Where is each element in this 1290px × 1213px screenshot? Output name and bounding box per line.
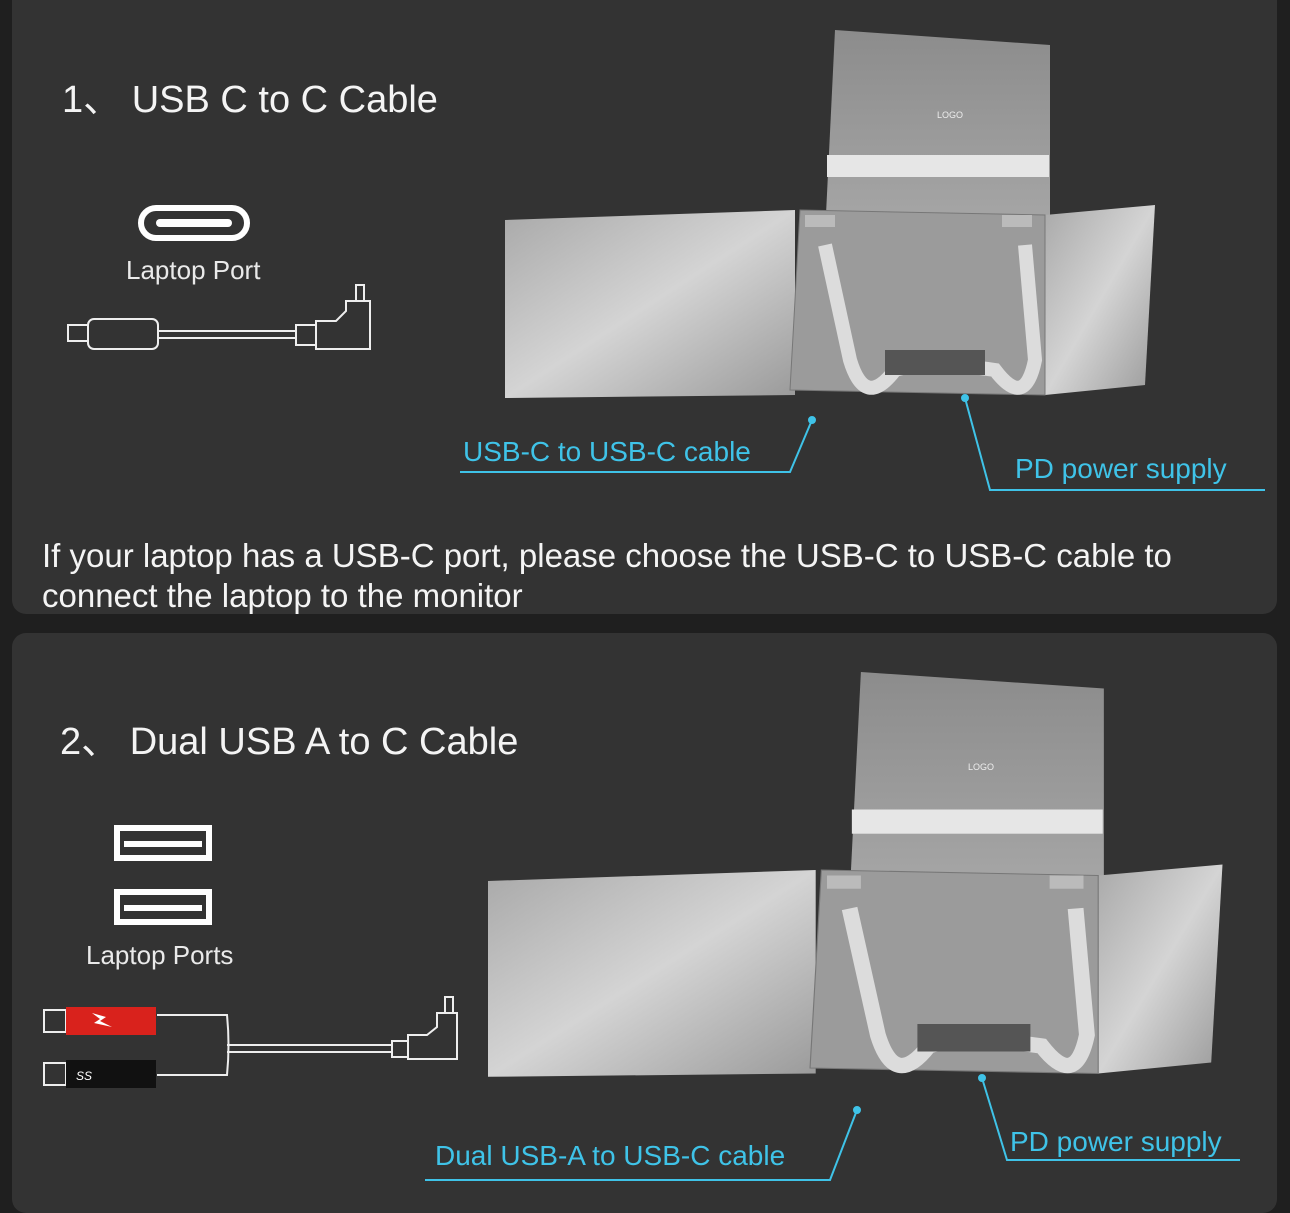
usb-c-port-icon <box>138 205 250 241</box>
callout-lines-2 <box>425 1074 1240 1181</box>
section2-title: 2、 Dual USB A to C Cable <box>60 721 519 763</box>
usb-c-cable-callout: USB-C to USB-C cable <box>463 436 751 467</box>
dual-usb-a-cable-icon: SS <box>43 996 458 1088</box>
dual-usb-a-cable-callout: Dual USB-A to USB-C cable <box>435 1140 786 1171</box>
usb-a-ports-icon <box>114 825 212 925</box>
tri-screen-monitor-image: LOGO <box>505 30 1165 430</box>
callout-lines <box>460 394 1265 491</box>
tri-screen-monitor-image-2: LOGO <box>488 672 1228 1092</box>
usb-c-cable-icon <box>67 284 371 350</box>
logo-text-2: LOGO <box>968 762 994 772</box>
ss-plug-label: SS <box>76 1069 92 1083</box>
section1-title: 1、 USB C to C Cable <box>62 79 438 121</box>
pd-power-callout-2: PD power supply <box>1010 1126 1222 1157</box>
logo-text: LOGO <box>937 110 963 120</box>
section2-port-label: Laptop Ports <box>86 940 234 970</box>
section1-port-label: Laptop Port <box>126 255 261 285</box>
pd-power-callout-1: PD power supply <box>1015 453 1227 484</box>
section1-description: If your laptop has a USB-C port, please … <box>42 537 1172 614</box>
